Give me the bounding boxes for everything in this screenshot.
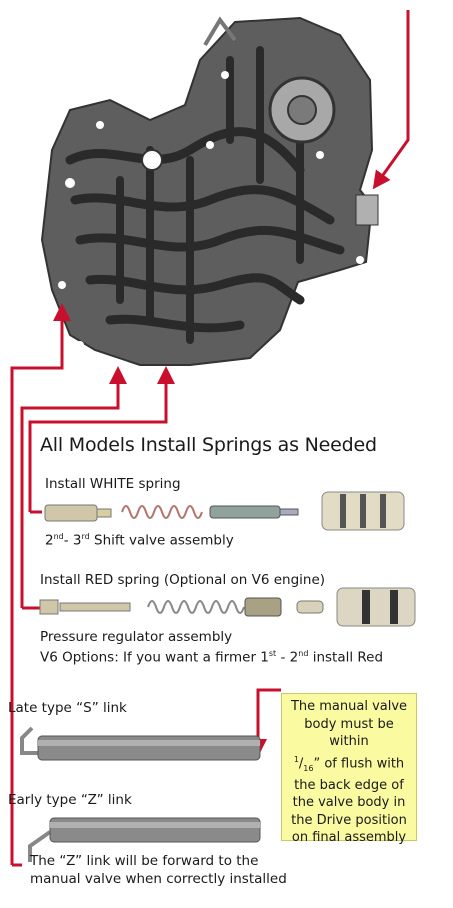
note-line: on final assembly (291, 830, 407, 846)
early-link-label: Early type “Z” link (8, 792, 132, 808)
note-line: the back edge of (294, 777, 404, 793)
z-link-note-line1: The “Z” link will be forward to the (30, 853, 259, 869)
shift-valve-assembly-label: 2nd- 3rd Shift valve assembly (45, 532, 234, 549)
pressure-regulator-parts (39, 587, 416, 627)
note-line: the Drive position (291, 812, 407, 828)
section-heading: All Models Install Springs as Needed (40, 434, 377, 456)
valve-body-casting (40, 16, 379, 366)
note-line: 1/16” of flush with (293, 754, 405, 773)
s-link (20, 726, 261, 761)
late-link-label: Late type “S” link (8, 700, 127, 716)
note-line: The manual valve (290, 699, 408, 714)
z-link (28, 817, 261, 862)
white-spring-label: Install WHITE spring (45, 476, 181, 492)
shift-valve-parts (44, 491, 405, 531)
manual-valve-note: The manual valve body must be within 1/1… (281, 693, 417, 845)
note-line: body must be within (304, 716, 394, 750)
note-line: the valve body in (292, 795, 406, 811)
pressure-regulator-label: Pressure regulator assembly (40, 629, 233, 645)
v6-options-label: V6 Options: If you want a firmer 1st - 2… (40, 649, 384, 666)
red-spring-label: Install RED spring (Optional on V6 engin… (40, 572, 326, 588)
z-link-note-line2: manual valve when correctly installed (30, 871, 287, 887)
